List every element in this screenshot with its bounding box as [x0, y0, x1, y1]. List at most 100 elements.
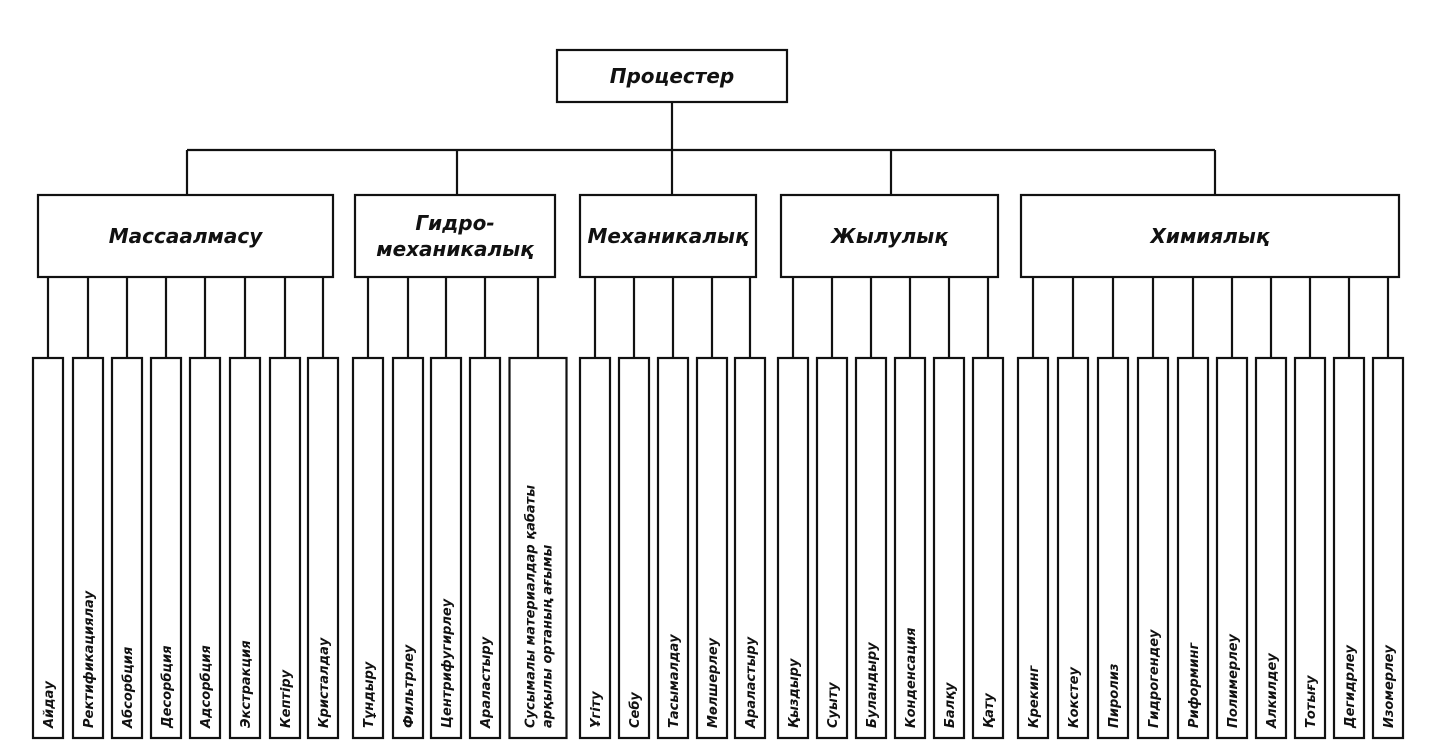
- category-label: Гидро-: [415, 211, 494, 235]
- category-node: Жылулық: [779, 193, 1000, 279]
- leaf-label: Тотығу: [1304, 675, 1319, 728]
- leaf-box: [733, 356, 767, 740]
- leaf-label: Ұгіту: [589, 691, 604, 728]
- category-label: механикалық: [376, 237, 535, 261]
- category-label: Жылулық: [829, 224, 949, 248]
- leaf-box: [1215, 356, 1249, 740]
- leaf-box: [110, 356, 144, 740]
- category-box: [36, 193, 335, 279]
- leaf-label: Центрифугирлеу: [440, 598, 455, 728]
- leaf-node: Суыту: [815, 356, 849, 740]
- category-label: Массаалмасу: [109, 224, 263, 248]
- leaf-box: [617, 356, 651, 740]
- leaf-box: [1096, 356, 1130, 740]
- leaf-label: Кептіру: [279, 669, 294, 728]
- root-label: Процестер: [610, 64, 735, 88]
- category-node: Массаалмасу: [36, 193, 335, 279]
- leaf-label: арқылы ортаның ағымы: [541, 545, 556, 728]
- leaf-node: Ұгіту: [578, 356, 612, 740]
- leaf-box: [932, 356, 966, 740]
- category-node: Механикалық: [578, 193, 758, 279]
- category-nodes: Массаалмасу Гидро-механикалық Механикалық Ж…: [36, 193, 1401, 279]
- leaf-box: [695, 356, 729, 740]
- leaf-box: [971, 356, 1005, 740]
- leaf-box: [656, 356, 690, 740]
- leaf-node: Фильтрлеу: [391, 356, 425, 740]
- leaf-label: Изомерлеу: [1382, 645, 1397, 728]
- leaf-box: [508, 356, 568, 740]
- leaf-box: [71, 356, 105, 740]
- leaf-label: Алкилдеу: [1265, 653, 1280, 729]
- leaf-label: Крекинг: [1027, 664, 1042, 728]
- leaf-box: [391, 356, 425, 740]
- leaf-node: Риформинг: [1176, 356, 1210, 740]
- leaf-node: Тұндыру: [351, 356, 385, 740]
- leaf-label: Риформинг: [1187, 642, 1202, 728]
- leaf-box: [188, 356, 222, 740]
- leaf-node: Десорбция: [149, 356, 183, 740]
- leaf-node: Тасымалдау: [656, 356, 690, 740]
- leaf-box: [268, 356, 302, 740]
- leaf-label: Мөлшерлеу: [706, 637, 721, 728]
- leaf-node: Қату: [971, 356, 1005, 740]
- leaf-label: Суыту: [826, 682, 841, 728]
- leaf-label: Балқу: [943, 682, 958, 728]
- leaf-node: Крекинг: [1016, 356, 1050, 740]
- leaf-label: Кокстеу: [1067, 667, 1082, 728]
- category-box: [353, 193, 557, 279]
- leaf-label: Адсорбция: [199, 645, 214, 729]
- leaf-node: Адсорбция: [188, 356, 222, 740]
- leaf-box: [429, 356, 463, 740]
- leaf-box: [854, 356, 888, 740]
- leaf-node: Тотығу: [1293, 356, 1327, 740]
- leaf-box: [776, 356, 810, 740]
- category-box: [578, 193, 758, 279]
- leaf-box: [893, 356, 927, 740]
- leaf-label: Фильтрлеу: [402, 644, 417, 728]
- leaf-box: [1136, 356, 1170, 740]
- leaf-label: Қыздыру: [787, 658, 802, 728]
- category-box: [779, 193, 1000, 279]
- leaf-label: Полимерлеу: [1226, 633, 1241, 728]
- leaf-box: [1176, 356, 1210, 740]
- leaf-label: Пиролиз: [1107, 664, 1122, 728]
- category-label: Механикалық: [587, 224, 750, 248]
- leaf-label: Дегидрлеу: [1343, 645, 1358, 729]
- leaf-label: Ректификациялау: [82, 590, 97, 728]
- leaf-box: [228, 356, 262, 740]
- leaf-node: Кристалдау: [306, 356, 340, 740]
- category-label: Химиялық: [1149, 224, 1271, 248]
- leaf-label: Қату: [982, 693, 997, 728]
- leaf-node: Себу: [617, 356, 651, 740]
- leaf-node: Конденсация: [893, 356, 927, 740]
- leaf-label: Гидрогендеу: [1147, 629, 1162, 728]
- leaf-node: Мөлшерлеу: [695, 356, 729, 740]
- leaf-node: Центрифугирлеу: [429, 356, 463, 740]
- leaf-label: Айдау: [42, 681, 57, 729]
- leaf-label: Тасымалдау: [667, 634, 682, 728]
- category-node: Гидро-механикалық: [353, 193, 557, 279]
- leaf-node: Пиролиз: [1096, 356, 1130, 740]
- leaf-label: Сусымалы материалдар қабаты: [524, 485, 539, 728]
- leaf-node: Кокстеу: [1056, 356, 1090, 740]
- leaf-box: [1016, 356, 1050, 740]
- leaf-box: [149, 356, 183, 740]
- leaf-label: Экстракция: [239, 640, 254, 728]
- leaf-box: [1056, 356, 1090, 740]
- category-node: Химиялық: [1019, 193, 1401, 279]
- leaf-label: Десорбция: [160, 645, 175, 729]
- leaf-node: Кептіру: [268, 356, 302, 740]
- leaf-node: Ректификациялау: [71, 356, 105, 740]
- leaf-node: Полимерлеу: [1215, 356, 1249, 740]
- leaf-box: [1332, 356, 1366, 740]
- leaf-box: [351, 356, 385, 740]
- connector-lines: [46, 102, 1390, 358]
- leaf-label: Себу: [628, 692, 643, 728]
- leaf-box: [1293, 356, 1327, 740]
- leaf-node: Буландыру: [854, 356, 888, 740]
- leaf-box: [815, 356, 849, 740]
- leaf-label: Кристалдау: [317, 637, 332, 728]
